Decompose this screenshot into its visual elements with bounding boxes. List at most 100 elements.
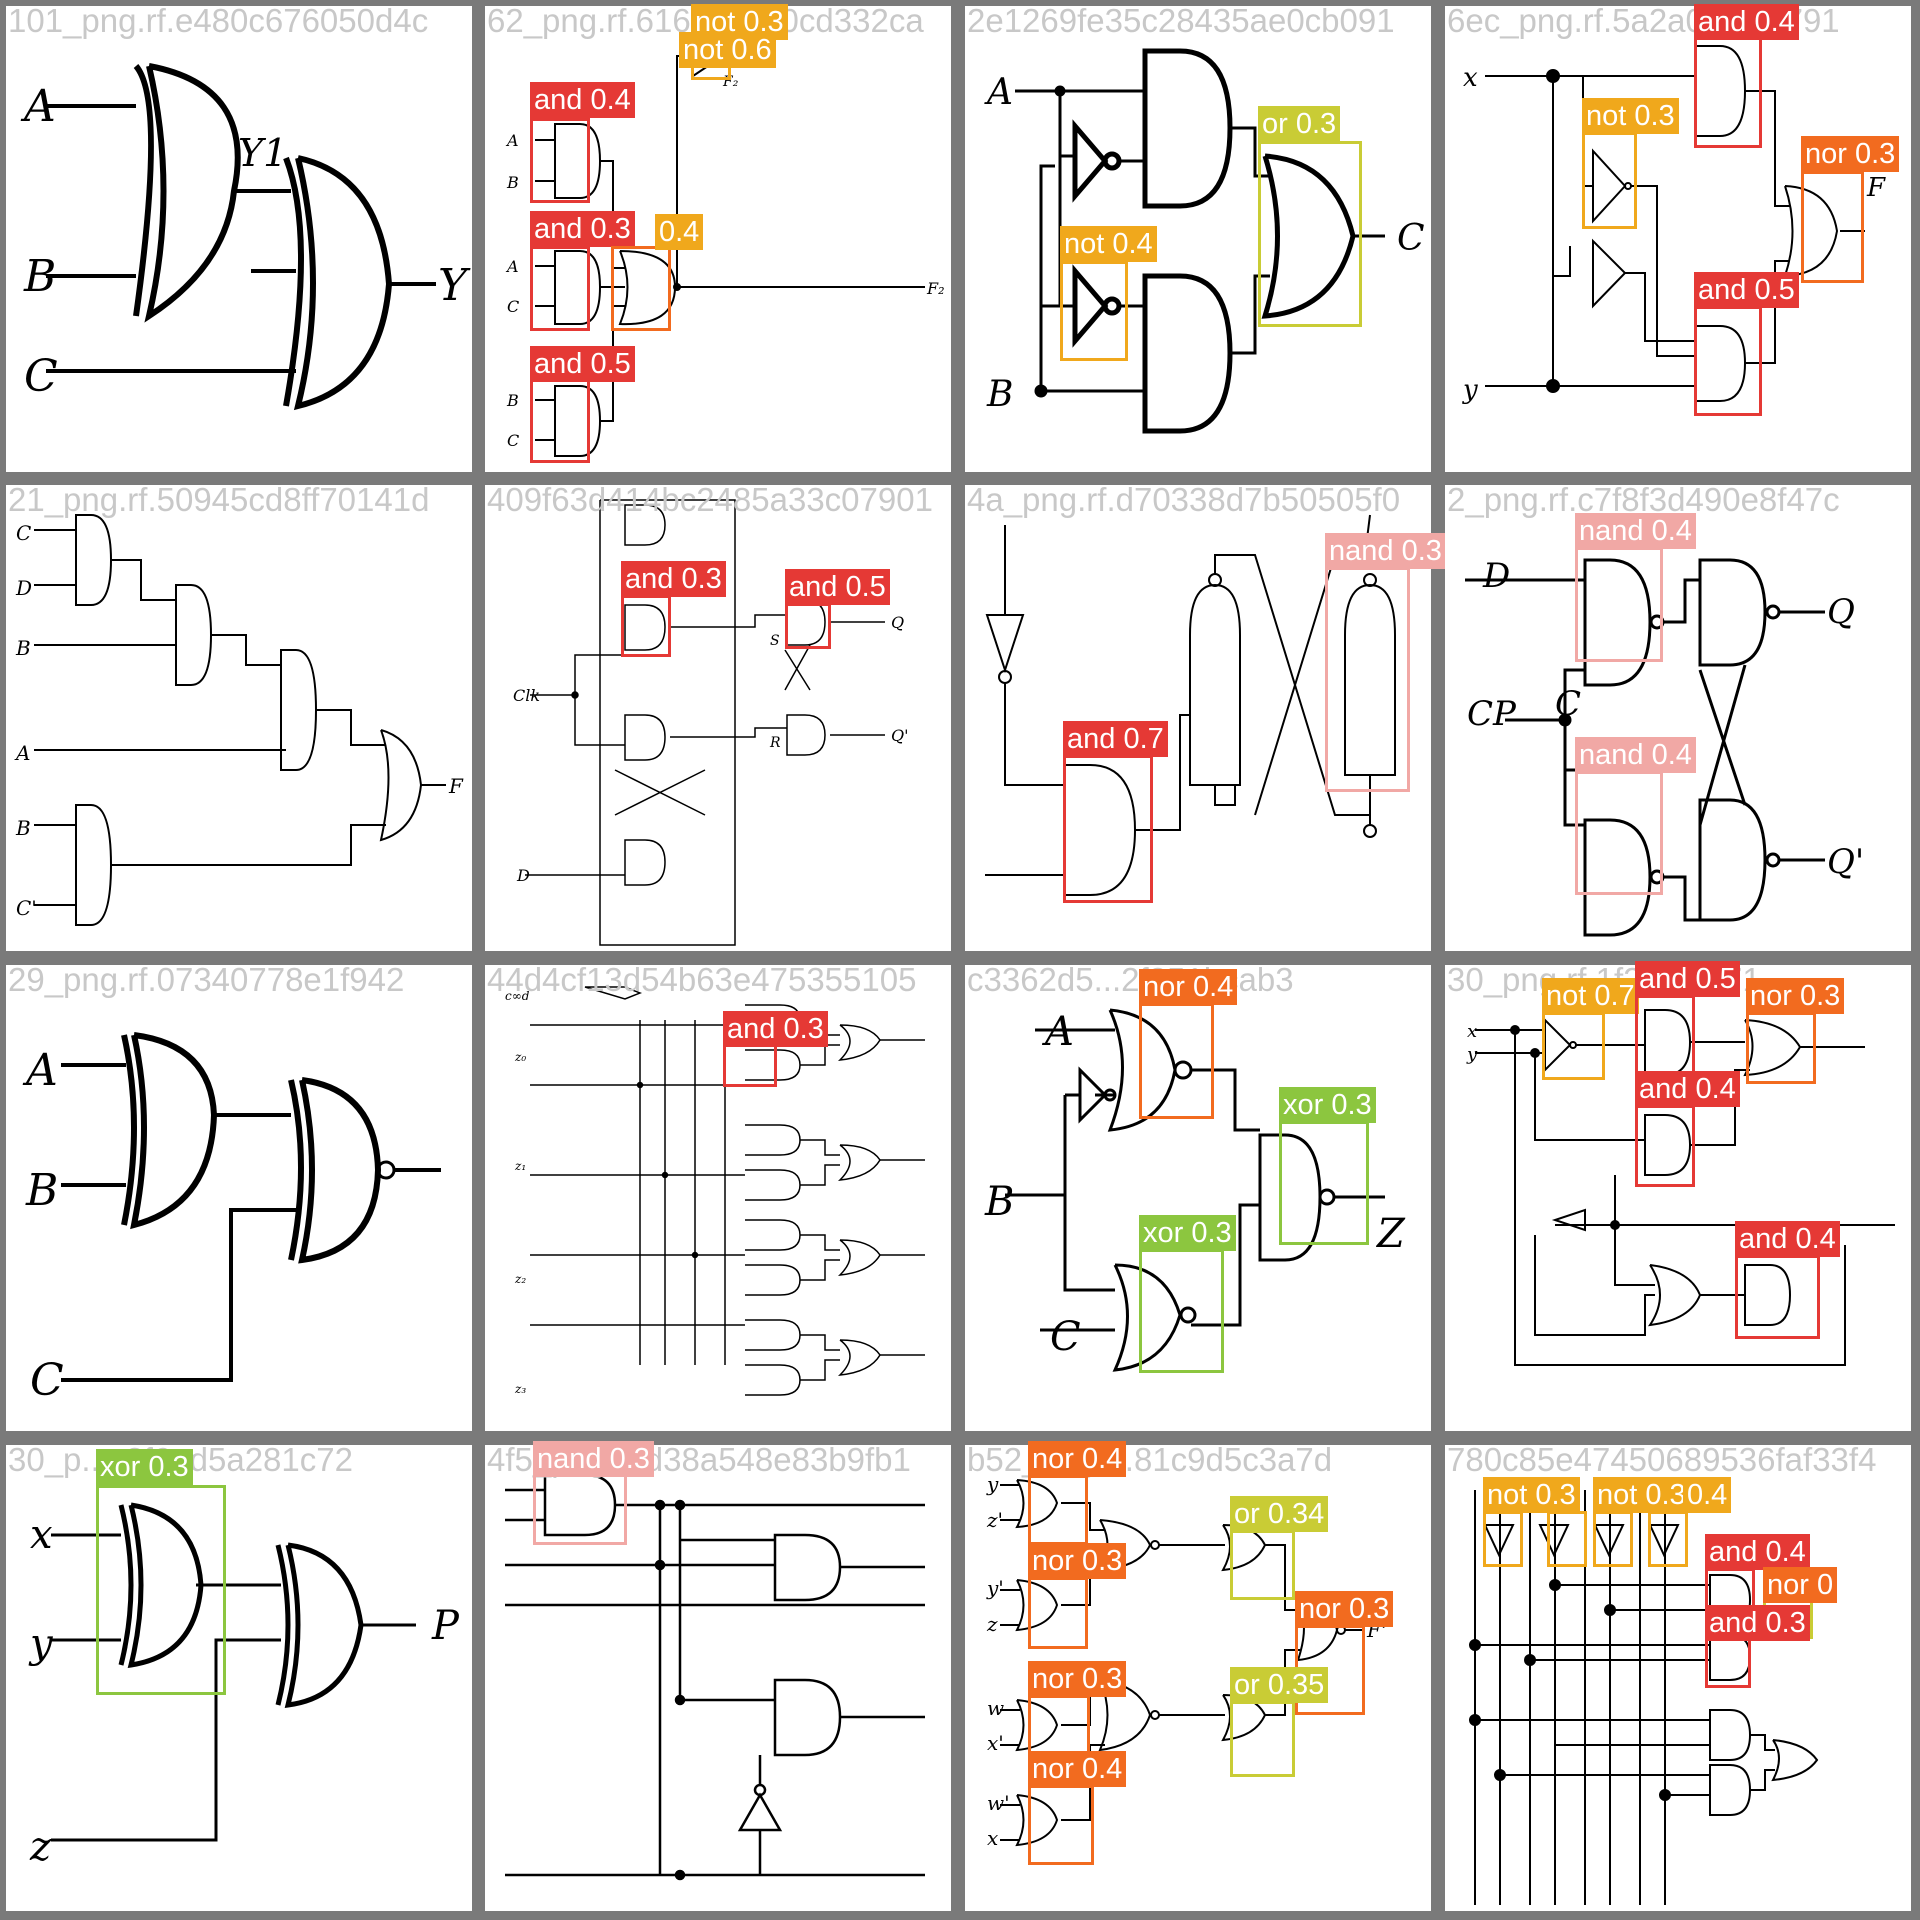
detection-box bbox=[1028, 1577, 1088, 1649]
tile-16: 780c85e47450689536faf33f4 not 0.3 not 0.… bbox=[1445, 1441, 1911, 1911]
file-name: 44d4cf13d54b63e475355105 bbox=[487, 961, 917, 998]
signal-b: B bbox=[984, 1179, 1014, 1225]
signal-y: Y bbox=[438, 260, 471, 311]
detection-box bbox=[1735, 1255, 1820, 1339]
detection-box bbox=[611, 246, 671, 331]
detection-label: or 0.34 bbox=[1230, 1496, 1329, 1532]
signal-c: C' bbox=[16, 896, 37, 920]
detection-label: nor 0.4 bbox=[1028, 1441, 1127, 1477]
signal-x: x bbox=[30, 1512, 53, 1558]
signal-b: B bbox=[25, 1165, 58, 1216]
signal-z: Z bbox=[1375, 1211, 1406, 1257]
detection-label: nor 0.3 bbox=[1295, 1591, 1394, 1627]
tile-12: x y 30_png.rf.1f2...67571 not 0.7 and 0.… bbox=[1445, 961, 1911, 1431]
signal-c: C bbox=[1555, 684, 1581, 724]
detection-box bbox=[1746, 1012, 1816, 1084]
signal-y: y bbox=[28, 1621, 54, 1667]
signal-y: y bbox=[1462, 375, 1478, 405]
signal-c: C bbox=[1397, 218, 1425, 259]
detection-box bbox=[530, 379, 590, 463]
signal-c: C bbox=[16, 521, 31, 545]
detection-box bbox=[1635, 1105, 1695, 1187]
detection-label: and 0.4 bbox=[1735, 1221, 1840, 1257]
detection-box bbox=[1230, 1530, 1295, 1600]
signal-a: A bbox=[14, 741, 30, 765]
detection-label: nand 0.4 bbox=[1575, 737, 1696, 773]
signal-q-prime: Q' bbox=[1827, 842, 1864, 882]
circuit-diagram: D CP C Q Q' bbox=[1465, 556, 1864, 937]
signal-b: B bbox=[986, 374, 1013, 415]
signal-y-prime: y' bbox=[986, 1576, 1004, 1600]
signal-cmd: c∞d bbox=[505, 989, 530, 1003]
detection-box bbox=[1542, 1012, 1605, 1080]
detection-label: not 0.7 bbox=[1542, 978, 1639, 1014]
signal-b: B bbox=[23, 251, 56, 302]
file-name: 101_png.rf.e480c676050d4c bbox=[8, 2, 429, 39]
signal-p: P bbox=[431, 1603, 460, 1649]
signal-z2: z₂ bbox=[514, 1272, 526, 1286]
file-name: 21_png.rf.50945cd8ff70141d bbox=[8, 481, 430, 518]
detection-label: nor 0.3 bbox=[1746, 978, 1845, 1014]
tile-8: D CP C Q Q' 2_png.rf.c7f8f3d490e8f47c na… bbox=[1445, 481, 1911, 951]
tile-2: A B A C B C F₂ F₂ 62_png.rf.616fdcb...0c… bbox=[485, 2, 951, 472]
detection-label: and 0.5 bbox=[1635, 961, 1740, 997]
signal-d: D bbox=[516, 866, 530, 885]
signal-c: C bbox=[30, 1355, 64, 1406]
detection-box bbox=[1582, 132, 1637, 229]
signal-a: A bbox=[984, 72, 1013, 113]
detection-label: and 0.3 bbox=[530, 211, 635, 247]
signal-x: x bbox=[1467, 1021, 1477, 1042]
file-name: c3362d5...2f351bcab3 bbox=[967, 961, 1294, 998]
signal-c: C bbox=[24, 351, 58, 402]
tile-15: y z' y' z w x' w' x F' b52_png.rf.81c9d5… bbox=[965, 1441, 1431, 1911]
detection-label: or 0.35 bbox=[1230, 1667, 1329, 1703]
file-name: b52_png.rf.81c9d5c3a7d bbox=[967, 1441, 1333, 1478]
detection-box bbox=[1694, 306, 1762, 416]
signal-cp: CP bbox=[1467, 694, 1517, 734]
detection-label: and 0.4 bbox=[1635, 1071, 1740, 1107]
signal-z-prime: z' bbox=[986, 1508, 1003, 1532]
detection-label: nor 0.3 bbox=[1028, 1661, 1127, 1697]
detection-label: not 0.4 bbox=[1060, 226, 1157, 262]
signal-x: x bbox=[987, 1826, 998, 1850]
detection-label: nand 0.4 bbox=[1575, 513, 1696, 549]
tile-13: x y z P 30_p...c2f6ad5a281c72 xor 0.3 bbox=[6, 1441, 472, 1911]
detection-box bbox=[1230, 1701, 1295, 1777]
file-name: 2_png.rf.c7f8f3d490e8f47c bbox=[1447, 481, 1840, 518]
circuit-diagram: Clk D S R Q Q' bbox=[513, 499, 909, 946]
detection-box bbox=[533, 1471, 627, 1545]
signal-r: R bbox=[769, 735, 781, 751]
file-name: 4a_png.rf.d70338d7b50505f0 bbox=[967, 481, 1401, 518]
signal-f2: F₂ bbox=[926, 279, 945, 298]
signal-d: D bbox=[15, 576, 32, 600]
tile-9: A B C 29_png.rf.07340778e1f942 bbox=[6, 961, 472, 1431]
tile-4: x y F 6ec_png.rf.5a2a0c...ad791 and 0.4 … bbox=[1445, 2, 1911, 472]
detection-label: and 0.3 bbox=[723, 1011, 828, 1047]
tile-14: 4f5_png.rf.d38a548e83b9fb1 nand 0.3 bbox=[485, 1441, 951, 1911]
signal-q: Q bbox=[891, 613, 904, 632]
file-name: 409f63d414bc2485a33c07901 bbox=[487, 481, 933, 518]
signal-z: z bbox=[29, 1824, 52, 1870]
detection-label: nor 0.4 bbox=[1028, 1751, 1127, 1787]
detection-label: and 0.3 bbox=[621, 561, 726, 597]
signal-clk: Clk bbox=[513, 686, 540, 705]
signal-y: y bbox=[986, 1472, 999, 1496]
signal-a: A bbox=[505, 131, 519, 150]
file-name: 2e1269fe35c28435ae0cb091 bbox=[967, 2, 1395, 39]
signal-b: B bbox=[506, 391, 519, 410]
tile-11: A B C Z c3362d5...2f351bcab3 nor 0.4 xor… bbox=[965, 961, 1431, 1431]
signal-z0: z₀ bbox=[514, 1050, 526, 1064]
tile-10: c∞d z₀ z₁ z₂ z₃ 44d4cf13d54b63e475355105… bbox=[485, 961, 951, 1431]
circuit-diagram: A B C bbox=[22, 1032, 441, 1406]
tile-1: A B C Y1 Y 101_png.rf.e480c676050d4c bbox=[6, 2, 472, 472]
detection-box bbox=[1139, 1003, 1214, 1119]
detection-box bbox=[1279, 1121, 1369, 1245]
detection-label: xor 0.3 bbox=[1279, 1087, 1376, 1123]
circuit-diagram: C D B A B C' F bbox=[14, 514, 464, 926]
detection-box bbox=[530, 118, 590, 203]
signal-w-prime: w' bbox=[987, 1791, 1010, 1815]
signal-a: A bbox=[505, 257, 519, 276]
detection-label: nor 0.3 bbox=[1801, 136, 1900, 172]
detection-box bbox=[723, 1043, 777, 1087]
detection-box bbox=[96, 1485, 226, 1695]
